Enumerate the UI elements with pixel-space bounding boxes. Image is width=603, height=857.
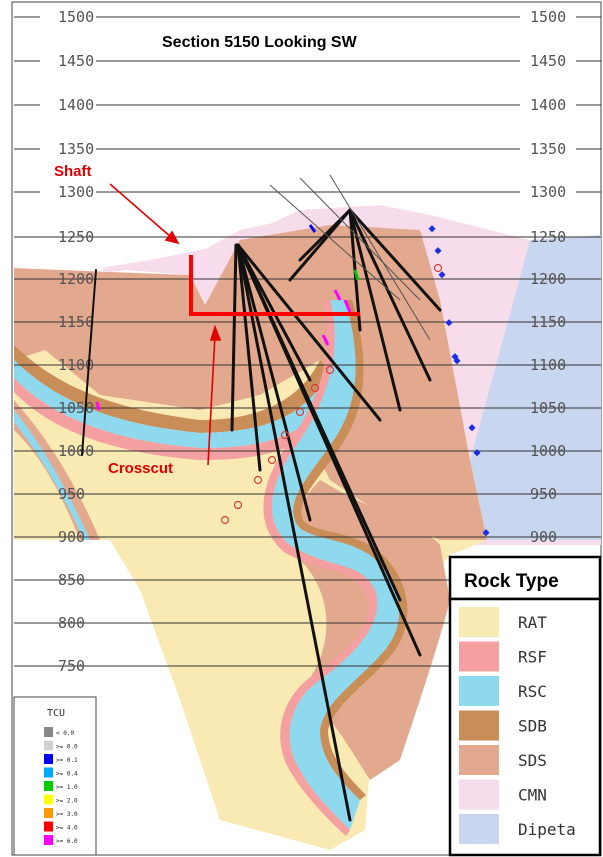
elev-right-900: 900 xyxy=(530,528,557,546)
legend-swatch-cmn xyxy=(459,780,499,810)
elev-left-1000: 1000 xyxy=(58,442,94,460)
tcu-label: >= 0.1 xyxy=(56,757,78,764)
tcu-label: < 0.0 xyxy=(56,730,74,737)
tcu-swatch xyxy=(44,822,53,832)
tcu-swatch xyxy=(44,727,53,737)
tcu-swatch xyxy=(44,808,53,818)
elev-right-950: 950 xyxy=(530,485,557,503)
elev-left-1250: 1250 xyxy=(58,228,94,246)
elev-left-850: 850 xyxy=(58,571,85,589)
tcu-swatch xyxy=(44,741,53,751)
elev-left-1450: 1450 xyxy=(58,52,94,70)
legend-label-cmn: CMN xyxy=(518,786,547,805)
legend-swatch-rsc xyxy=(459,676,499,706)
elev-right-1200: 1200 xyxy=(530,270,566,288)
elev-right-1100: 1100 xyxy=(530,356,566,374)
rock-type-legend: Rock Type RAT RSF RSC SDB SDS CMN Dipeta xyxy=(450,557,600,855)
tcu-label: >= 0.0 xyxy=(56,744,78,751)
elev-right-1500: 1500 xyxy=(530,8,566,26)
tcu-swatch xyxy=(44,768,53,778)
tcu-label: >= 1.0 xyxy=(56,784,78,791)
legend-label-sdb: SDB xyxy=(518,717,547,736)
crosscut-label: Crosscut xyxy=(108,460,173,477)
elev-left-1300: 1300 xyxy=(58,183,94,201)
elev-right-1400: 1400 xyxy=(530,96,566,114)
tcu-label: >= 6.0 xyxy=(56,838,78,845)
tcu-label: >= 2.0 xyxy=(56,798,78,805)
elev-left-1500: 1500 xyxy=(58,8,94,26)
legend-label-dipeta: Dipeta xyxy=(518,820,576,839)
elev-left-800: 800 xyxy=(58,614,85,632)
elev-left-1200: 1200 xyxy=(58,270,94,288)
legend-label-sds: SDS xyxy=(518,751,547,770)
tcu-label: >= 3.0 xyxy=(56,811,78,818)
elev-right-1150: 1150 xyxy=(530,313,566,331)
legend-swatch-rat xyxy=(459,607,499,637)
tcu-swatch xyxy=(44,781,53,791)
legend-swatch-rsf xyxy=(459,642,499,672)
tcu-legend-title: TCU xyxy=(47,708,65,719)
tcu-swatch xyxy=(44,754,53,764)
legend-swatch-sds xyxy=(459,745,499,775)
diagram-title: Section 5150 Looking SW xyxy=(162,34,358,51)
legend-title: Rock Type xyxy=(464,571,559,592)
tcu-swatch xyxy=(44,795,53,805)
elev-left-1050: 1050 xyxy=(58,399,94,417)
legend-swatch-dipeta xyxy=(459,814,499,844)
elev-left-1150: 1150 xyxy=(58,313,94,331)
legend-label-rsf: RSF xyxy=(518,648,547,667)
tcu-label: >= 4.0 xyxy=(56,825,78,832)
elev-right-1250: 1250 xyxy=(530,228,566,246)
elev-left-750: 750 xyxy=(58,657,85,675)
elev-right-1050: 1050 xyxy=(530,399,566,417)
elev-right-1300: 1300 xyxy=(530,183,566,201)
shaft-label: Shaft xyxy=(54,163,92,180)
elev-right-1350: 1350 xyxy=(530,140,566,158)
tcu-label: >= 0.4 xyxy=(56,771,78,778)
elev-right-1000: 1000 xyxy=(530,442,566,460)
elev-left-1400: 1400 xyxy=(58,96,94,114)
legend-label-rsc: RSC xyxy=(518,682,547,701)
elev-left-1350: 1350 xyxy=(58,140,94,158)
legend-label-rat: RAT xyxy=(518,613,547,632)
tcu-swatch xyxy=(44,835,53,845)
elev-left-950: 950 xyxy=(58,485,85,503)
tcu-legend: TCU < 0.0 >= 0.0 >= 0.1 >= 0.4 >= 1.0 >= 2.0 >… xyxy=(14,697,96,855)
legend-swatch-sdb xyxy=(459,711,499,741)
elev-right-1450: 1450 xyxy=(530,52,566,70)
elev-left-900: 900 xyxy=(58,528,85,546)
